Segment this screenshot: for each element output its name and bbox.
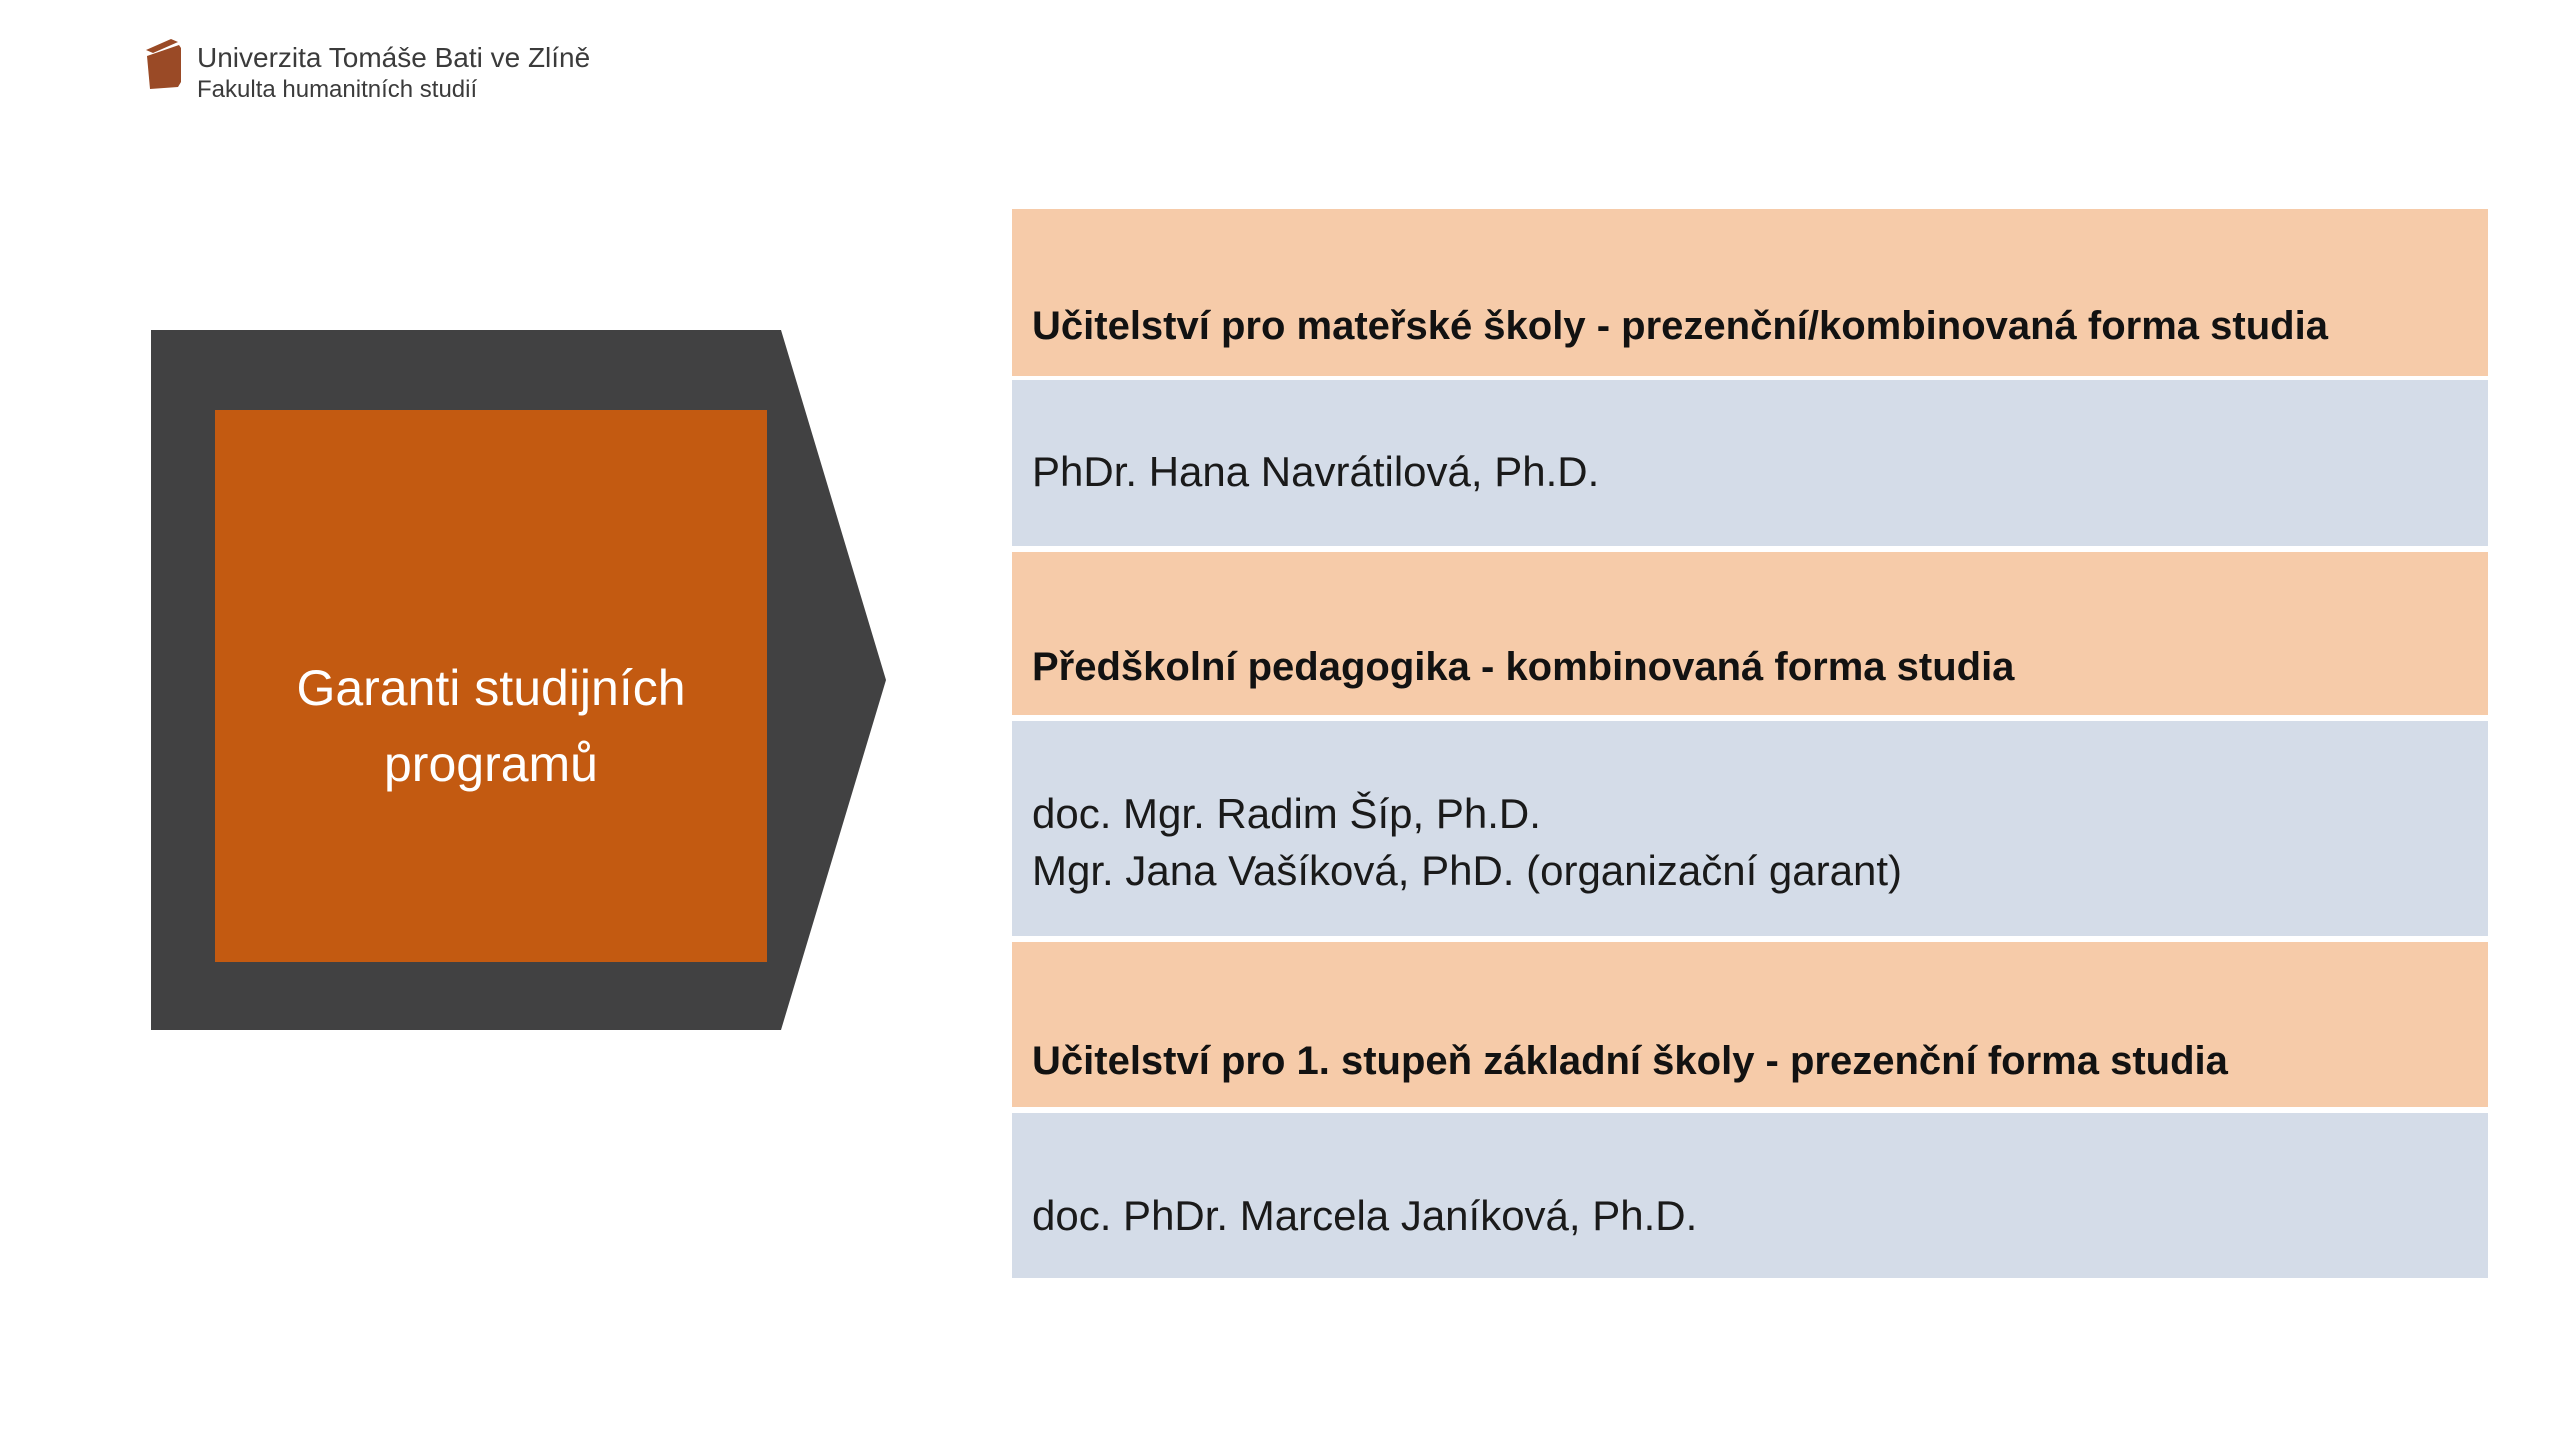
logo-text-block: Univerzita Tomáše Bati ve Zlíně Fakulta … — [197, 36, 590, 104]
guarantor-bar: PhDr. Hana Navrátilová, Ph.D. — [1012, 380, 2488, 546]
faculty-name: Fakulta humanitních studií — [197, 76, 478, 103]
program-title-bar: Učitelství pro mateřské školy - prezenčn… — [1012, 209, 2488, 376]
slide-title: Garanti studijních programů — [296, 660, 686, 792]
guarantor-bar: doc. PhDr. Marcela Janíková, Ph.D. — [1012, 1113, 2488, 1278]
university-logo: Univerzita Tomáše Bati ve Zlíně Fakulta … — [145, 36, 590, 104]
program-title: Předškolní pedagogika - kombinovaná form… — [1032, 645, 2015, 689]
guarantor-name: doc. PhDr. Marcela Janíková, Ph.D. — [1032, 1192, 1698, 1239]
program-title-bar: Předškolní pedagogika - kombinovaná form… — [1012, 552, 2488, 715]
book-icon — [146, 39, 181, 89]
program-title: Učitelství pro mateřské školy - prezenčn… — [1032, 304, 2328, 348]
program-title-bar: Učitelství pro 1. stupeň základní školy … — [1012, 942, 2488, 1107]
guarantor-bar: doc. Mgr. Radim Šíp, Ph.D. Mgr. Jana Vaš… — [1012, 721, 2488, 936]
guarantor-name: PhDr. Hana Navrátilová, Ph.D. — [1032, 447, 1600, 495]
title-box: Garanti studijních programů — [215, 410, 767, 962]
guarantor-name: Mgr. Jana Vašíková, PhD. (organizační ga… — [1032, 846, 1902, 894]
university-name: Univerzita Tomáše Bati ve Zlíně — [197, 42, 591, 73]
program-list: Učitelství pro mateřské školy - prezenčn… — [1012, 0, 2488, 1440]
guarantor-name: doc. Mgr. Radim Šíp, Ph.D. — [1032, 789, 1541, 837]
program-title: Učitelství pro 1. stupeň základní školy … — [1032, 1039, 2228, 1083]
